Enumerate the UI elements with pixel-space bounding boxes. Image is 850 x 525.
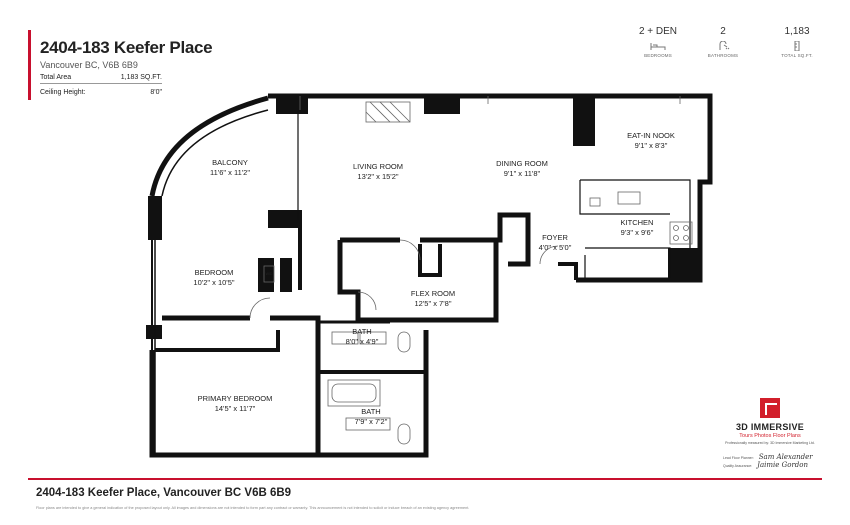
credit-qa-signature: Jaimie Gordon — [757, 461, 808, 469]
total-area-label: Total Area — [40, 74, 72, 81]
room-foyer-name: FOYER — [542, 233, 568, 242]
room-bath-1-dims: 8'0" x 4'9" — [345, 337, 379, 346]
room-flex: FLEX ROOM 12'5" x 7'8" — [411, 289, 455, 309]
header-accent-bar — [28, 30, 31, 100]
room-bath-1: BATH 8'0" x 4'9" — [346, 327, 379, 347]
credit-lead-label: Lead Floor Planner: — [723, 456, 754, 460]
footer-address: 2404-183 Keefer Place, Vancouver BC V6B … — [36, 487, 292, 499]
room-kitchen-dims: 9'3" x 9'6" — [620, 228, 654, 237]
total-area-value: 1,183 SQ.FT. — [120, 74, 162, 81]
stat-bedrooms: 2 + DEN BEDROOMS — [628, 26, 688, 58]
credit-lead-signature: Sam Alexander — [758, 453, 813, 461]
footer-divider — [28, 478, 822, 480]
room-bath-2-dims: 7'9" x 7'2" — [354, 417, 388, 426]
company-logo: 3D IMMERSIVE Tours Photos Floor Plans Pr… — [720, 398, 820, 445]
room-foyer-dims: 4'0" x 5'0" — [538, 243, 572, 252]
stat-bedrooms-value: 2 + DEN — [638, 26, 678, 37]
logo-name: 3D IMMERSIVE — [735, 422, 805, 432]
room-dining-dims: 9'1" x 11'8" — [503, 169, 541, 178]
stat-bedrooms-label: BEDROOMS — [644, 53, 672, 58]
room-primary-bedroom: PRIMARY BEDROOM 14'5" x 11'7" — [198, 394, 273, 414]
room-primary-dims: 14'5" x 11'7" — [214, 404, 256, 413]
room-bath-1-name: BATH — [352, 327, 372, 336]
credit-qa: Quality Assurance: Jaimie Gordon — [723, 461, 808, 469]
fixtures — [249, 96, 693, 445]
room-flex-dims: 12'5" x 7'8" — [414, 299, 452, 308]
stat-total-sqft-value: 1,183 — [784, 26, 810, 37]
credit-lead: Lead Floor Planner: Sam Alexander — [723, 453, 813, 461]
room-dining-name: DINING ROOM — [496, 159, 548, 168]
stat-bathrooms-value: 2 — [720, 26, 726, 37]
room-bath-2: BATH 7'9" x 7'2" — [355, 407, 388, 427]
room-kitchen-name: KITCHEN — [620, 218, 654, 227]
total-area-row: Total Area 1,183 SQ.FT. — [40, 74, 162, 84]
room-living-name: LIVING ROOM — [352, 162, 404, 171]
ceiling-height-row: Ceiling Height: 8'0" — [40, 89, 162, 96]
stat-total-sqft: 1,183 TOTAL SQ.FT. — [767, 26, 827, 58]
room-primary-name: PRIMARY BEDROOM — [197, 394, 273, 403]
room-nook-name: EAT-IN NOOK — [627, 131, 675, 140]
shower-icon — [719, 41, 730, 50]
ceiling-height-label: Ceiling Height: — [40, 89, 86, 96]
room-balcony-dims: 11'6" x 11'2" — [209, 168, 251, 177]
room-bedroom-name: BEDROOM — [194, 268, 234, 277]
room-nook-dims: 9'1" x 8'3" — [634, 141, 668, 150]
room-bath-2-name: BATH — [361, 407, 381, 416]
stat-bathrooms: 2 BATHROOMS — [693, 26, 753, 58]
stat-bathrooms-label: BATHROOMS — [707, 53, 739, 58]
room-dining: DINING ROOM 9'1" x 11'8" — [496, 159, 548, 179]
logo-produced-by: Professionally measured by: 3D Immersive… — [725, 441, 815, 445]
bed-icon — [650, 43, 666, 50]
room-living-dims: 13'2" x 15'2" — [357, 172, 399, 181]
stat-total-sqft-label: TOTAL SQ.FT. — [781, 53, 813, 58]
footer-disclaimer: Floor plans are intended to give a gener… — [36, 506, 470, 510]
logo-tagline: Tours Photos Floor Plans — [739, 433, 801, 439]
room-foyer: FOYER 4'0" x 5'0" — [539, 233, 572, 253]
room-living: LIVING ROOM 13'2" x 15'2" — [353, 162, 403, 182]
ruler-icon — [794, 41, 800, 51]
room-bedroom: BEDROOM 10'2" x 10'5" — [193, 268, 234, 288]
room-balcony: BALCONY 11'6" x 11'2" — [210, 158, 250, 178]
listing-subtitle: Vancouver BC, V6B 6B9 — [40, 60, 138, 70]
walls — [149, 93, 713, 458]
credit-qa-label: Quality Assurance: — [723, 464, 753, 468]
ceiling-height-value: 8'0" — [150, 89, 162, 96]
room-balcony-name: BALCONY — [212, 158, 248, 167]
room-bedroom-dims: 10'2" x 10'5" — [193, 278, 235, 287]
room-flex-name: FLEX ROOM — [410, 289, 456, 298]
listing-title: 2404-183 Keefer Place — [40, 38, 213, 57]
room-eat-in-nook: EAT-IN NOOK 9'1" x 8'3" — [627, 131, 675, 151]
washer-dryer-label: W/D — [265, 272, 273, 276]
logo-mark-icon — [760, 398, 780, 418]
room-kitchen: KITCHEN 9'3" x 9'6" — [621, 218, 654, 238]
